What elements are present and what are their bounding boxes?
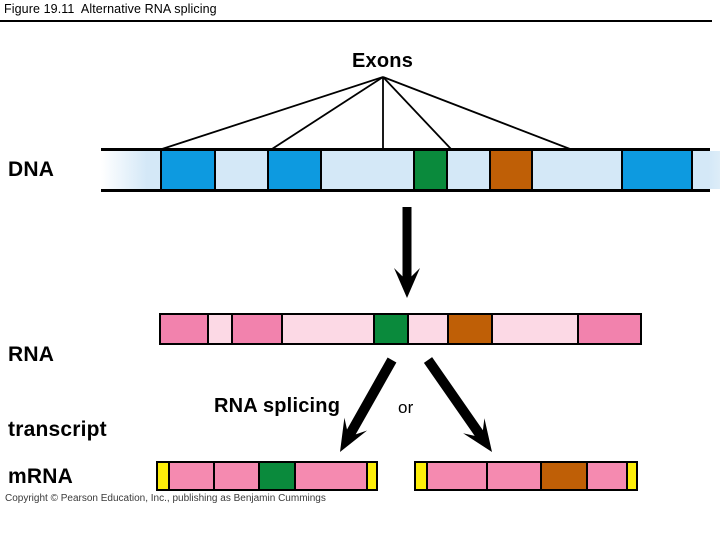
dna-label: DNA	[8, 158, 55, 181]
mrna-strand-left	[156, 461, 378, 491]
title-divider	[0, 20, 712, 22]
strand-segment-exon	[577, 315, 640, 343]
strand-segment-intron	[207, 315, 231, 343]
strand-segment-exon	[621, 151, 693, 189]
dna-strand	[101, 148, 720, 192]
strand-segment-exon	[267, 151, 322, 189]
strand-segment-exon	[373, 315, 407, 343]
or-label: or	[398, 398, 414, 417]
strand-segment-exon	[586, 463, 626, 489]
strand-segment-cap	[416, 463, 426, 489]
exon-leader-line	[382, 76, 452, 150]
strand-segment-exon	[486, 463, 540, 489]
strand-segment-cap	[158, 463, 168, 489]
strand-segment-exon	[160, 151, 216, 189]
strand-segment-cap	[626, 463, 636, 489]
figure-title: Figure 19.11 Alternative RNA splicing	[4, 2, 217, 16]
strand-segment-exon	[447, 315, 491, 343]
strand-segment-exon	[168, 463, 213, 489]
strand-segment-intron	[322, 151, 413, 189]
splice-arrow-left	[340, 357, 397, 452]
strand-segment-intron	[491, 315, 577, 343]
rna-transcript-label-line2: transcript	[8, 418, 107, 441]
strand-segment-intron	[533, 151, 621, 189]
exons-label: Exons	[352, 50, 414, 72]
mrna-strand-right	[414, 461, 638, 491]
strand-segment-intron	[407, 315, 447, 343]
strand-segment-intron	[216, 151, 267, 189]
strand-segment-exon	[161, 315, 207, 343]
strand-segment-exon	[258, 463, 294, 489]
rna-transcript-label: RNA transcript	[8, 292, 107, 492]
strand-segment-intron	[101, 151, 160, 189]
strand-segment-exon	[540, 463, 586, 489]
strand-segment-exon	[489, 151, 533, 189]
strand-segment-exon	[426, 463, 486, 489]
exon-leader-line	[382, 76, 571, 150]
strand-segment-exon	[413, 151, 448, 189]
rna-splicing-label: RNA splicing	[214, 395, 341, 417]
splice-arrow-right	[423, 357, 492, 452]
strand-segment-intron	[448, 151, 489, 189]
mrna-label: mRNA	[8, 465, 73, 488]
rna-transcript-strand	[159, 313, 642, 345]
exon-leader-lines	[161, 76, 571, 150]
strand-segment-intron	[693, 151, 720, 189]
copyright-notice: Copyright © Pearson Education, Inc., pub…	[5, 493, 326, 504]
strand-segment-exon	[294, 463, 366, 489]
exon-leader-line	[271, 76, 384, 150]
strand-segment-intron	[281, 315, 373, 343]
strand-segment-exon	[231, 315, 281, 343]
strand-segment-cap	[366, 463, 376, 489]
transcription-arrow	[394, 207, 420, 298]
strand-segment-exon	[213, 463, 258, 489]
rna-transcript-label-line1: RNA	[8, 343, 55, 366]
exon-leader-line	[161, 76, 384, 150]
